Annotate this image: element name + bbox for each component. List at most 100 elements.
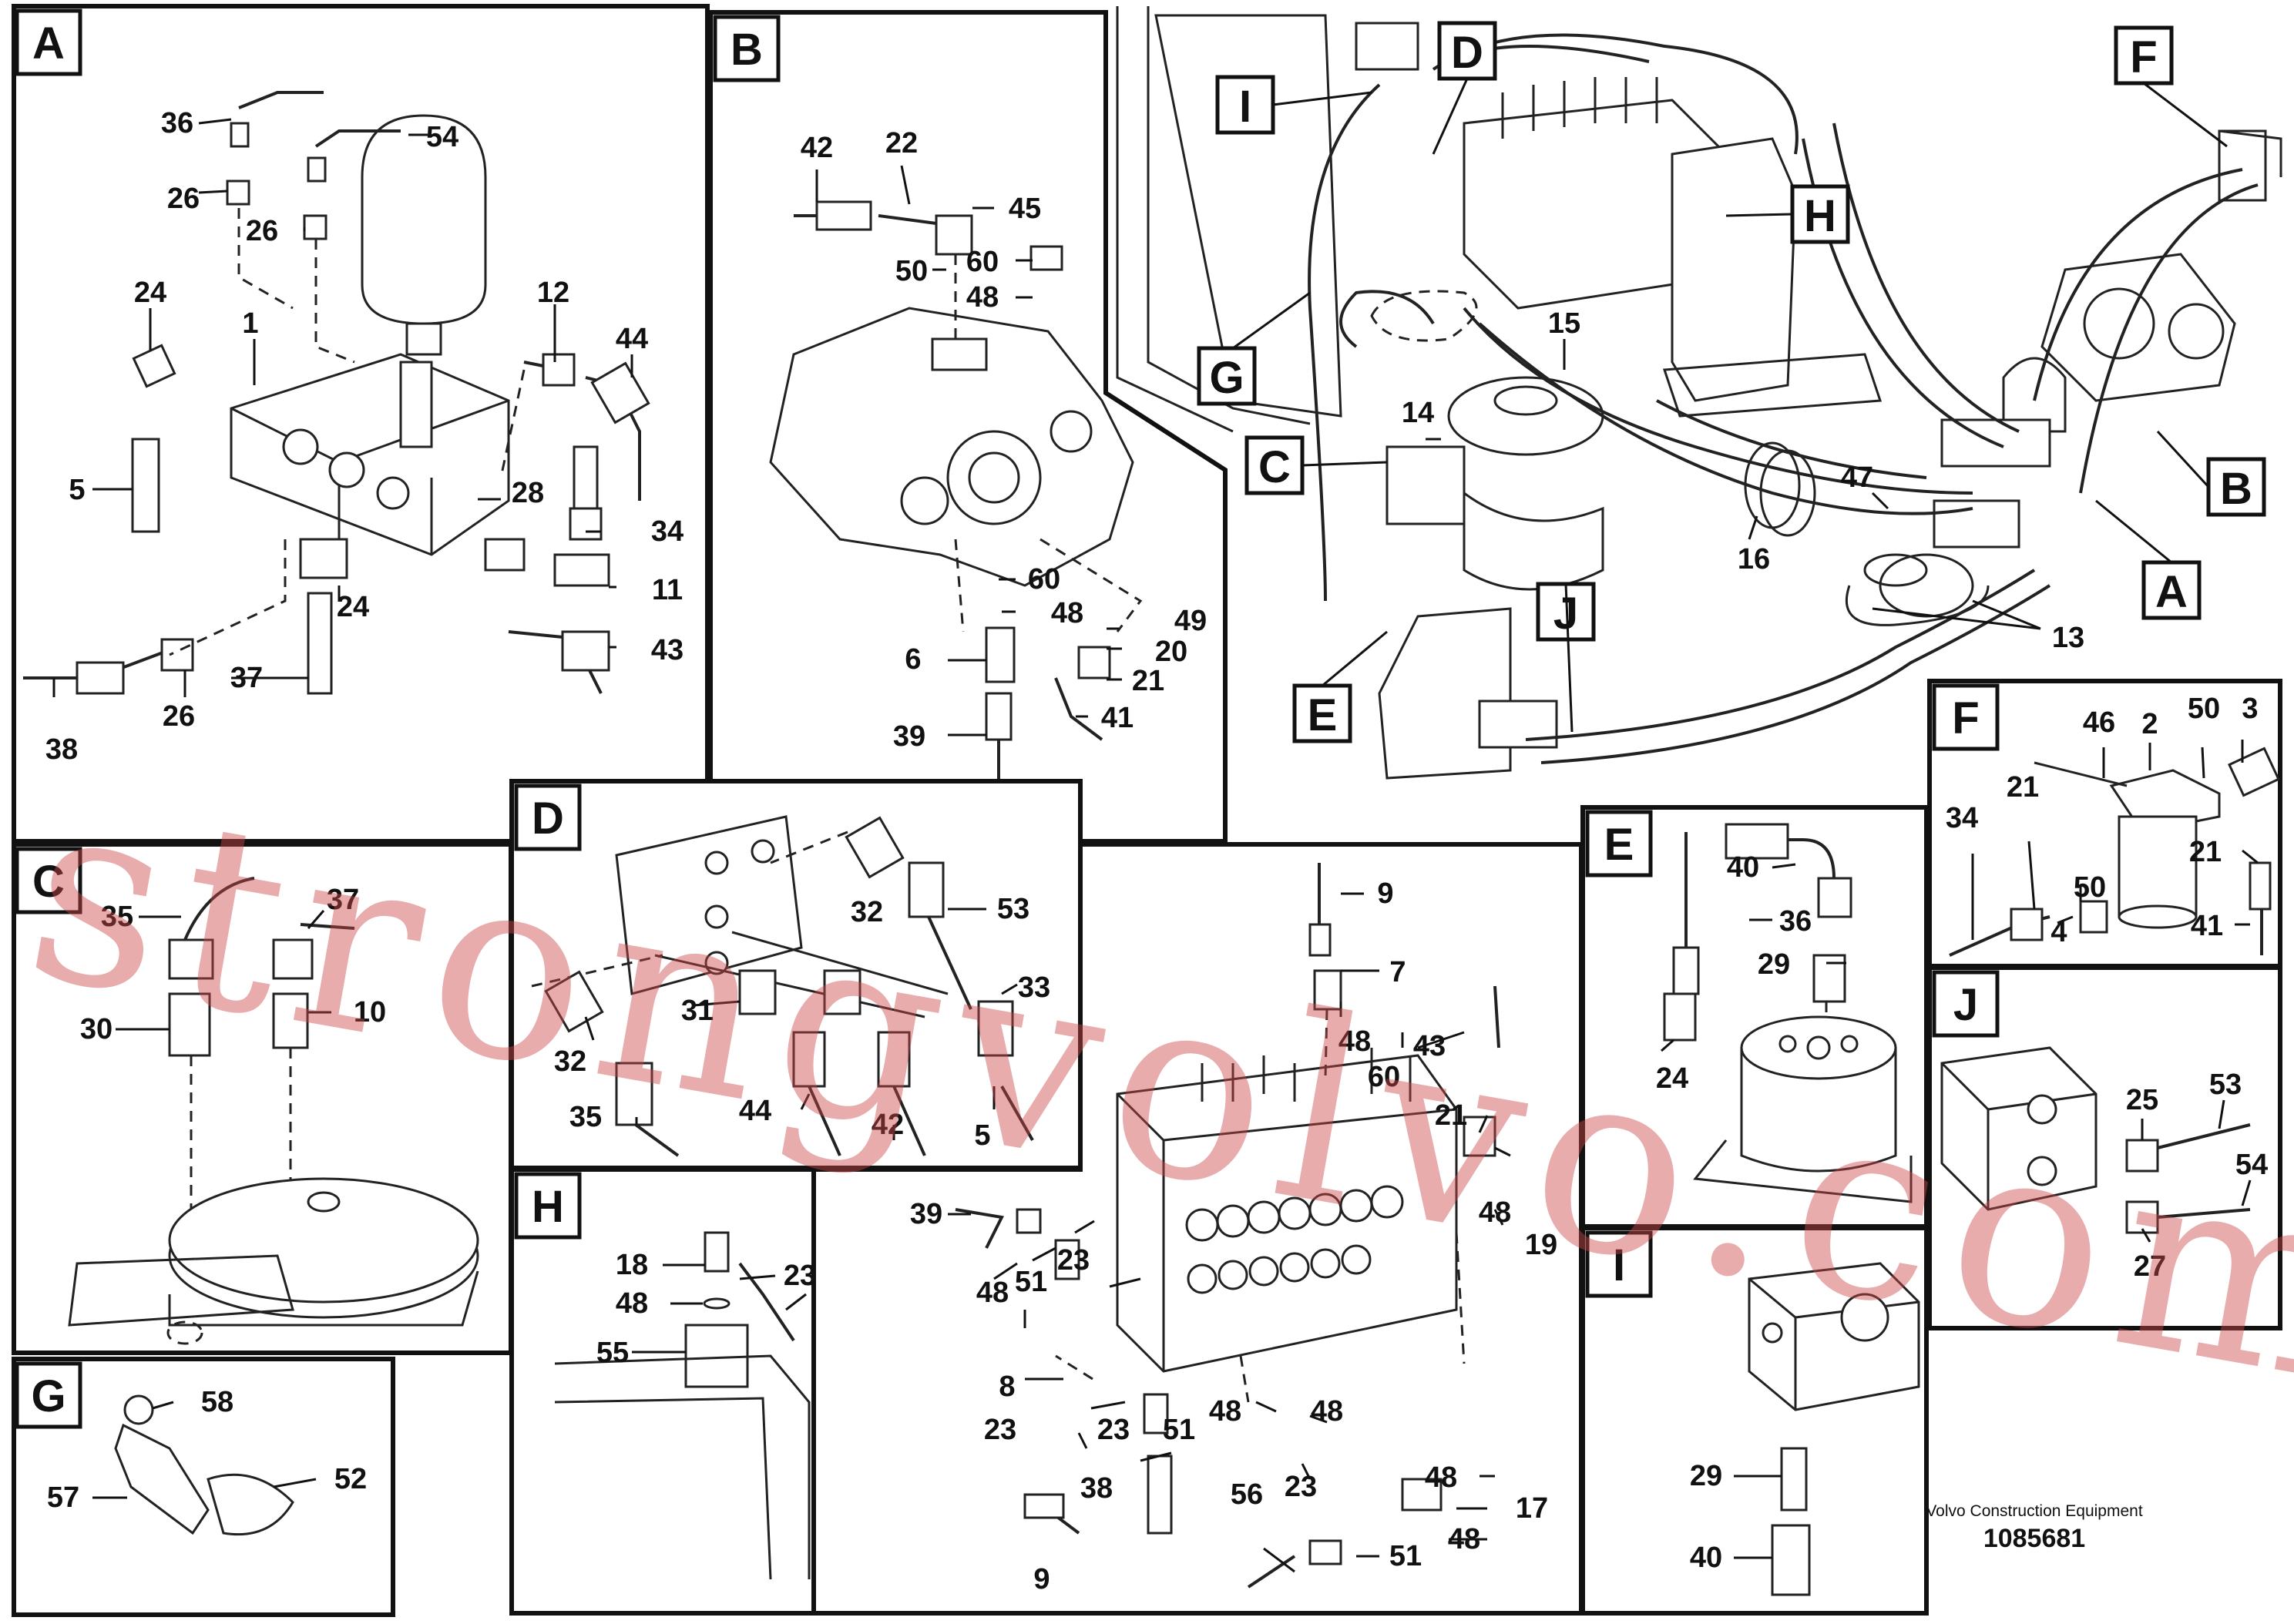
part-callout-number: 22	[885, 127, 918, 159]
part-callout-number: 21	[1435, 1099, 1467, 1132]
part-callout-number: 5	[69, 474, 85, 506]
part-callout-number: 9	[1033, 1563, 1050, 1595]
part-callout-number: 44	[739, 1095, 771, 1127]
panel-c: C 35 37 30 10	[12, 842, 513, 1355]
part-callout-number: 9	[1377, 877, 1393, 910]
part-callout-number: 26	[163, 700, 195, 733]
panel-j: J 53 25 54 27	[1927, 965, 2282, 1330]
part-callout-number: 57	[47, 1481, 79, 1514]
part-callout-number: 51	[1389, 1540, 1422, 1572]
panel-c-tag: C	[32, 857, 65, 907]
part-callout-number: 53	[2209, 1069, 2242, 1101]
panel-e: E 40 36 29 24	[1580, 805, 1929, 1229]
part-callout-number: 41	[1101, 702, 1134, 734]
panel-a-tag: A	[32, 18, 65, 69]
part-callout-number: 30	[80, 1013, 113, 1045]
overview-tag-e: E	[1308, 690, 1338, 740]
part-callout-number: 53	[997, 893, 1029, 925]
overview-tag-d: D	[1451, 28, 1483, 78]
part-callout-number: 3	[2242, 693, 2258, 725]
part-callout-number: 51	[1163, 1414, 1195, 1446]
part-callout-number: 15	[1548, 307, 1580, 340]
part-callout-number: 33	[1018, 971, 1050, 1004]
part-callout-number: 35	[569, 1101, 602, 1133]
overview-tag-b: B	[2220, 464, 2252, 514]
part-callout-number: 24	[1656, 1062, 1688, 1095]
overview-tag-g: G	[1209, 353, 1244, 403]
panel-i-tag: I	[1613, 1240, 1625, 1290]
panel-b-tag: B	[731, 25, 763, 75]
part-callout-number: 39	[910, 1198, 942, 1230]
panel-d-tag: D	[532, 794, 564, 844]
part-callout-number: 23	[984, 1414, 1016, 1446]
title-block: Volvo Construction Equipment 1085681	[1795, 1502, 2273, 1554]
part-callout-number: 23	[1097, 1414, 1130, 1446]
panel-f: F 46 2 50 3 34 21 21 50 4 41	[1927, 679, 2282, 968]
panel-d: D 32 53 33 31 32 35 44 42 5	[509, 779, 1083, 1170]
part-callout-number: 48	[1311, 1395, 1343, 1428]
part-callout-number: 40	[1690, 1542, 1722, 1574]
part-callout-number: 52	[334, 1463, 367, 1495]
part-callout-number: 29	[1758, 948, 1790, 981]
part-callout-number: 1	[242, 307, 258, 340]
part-callout-number: 38	[1080, 1472, 1113, 1505]
panel-e-tag: E	[1604, 820, 1634, 870]
part-callout-number: 42	[872, 1109, 904, 1141]
part-callout-number: 37	[230, 662, 263, 694]
part-callout-number: 60	[966, 246, 999, 278]
part-callout-number: 60	[1028, 563, 1060, 596]
part-callout-number: 47	[1841, 461, 1873, 494]
overview-tag-h: H	[1804, 191, 1836, 241]
part-callout-number: 34	[1946, 802, 1978, 834]
part-callout-number: 28	[512, 477, 544, 509]
part-callout-number: 48	[1338, 1025, 1371, 1058]
panel-g: G 58 57 52	[12, 1357, 395, 1617]
part-callout-number: 36	[161, 107, 193, 139]
part-callout-number: 44	[616, 323, 648, 355]
part-callout-number: 48	[976, 1277, 1009, 1309]
part-callout-number: 13	[2052, 622, 2084, 654]
part-callout-number: 56	[1231, 1478, 1263, 1511]
panel-g-tag: G	[31, 1371, 65, 1421]
part-callout-number: 48	[966, 281, 999, 314]
part-callout-number: 39	[893, 720, 925, 753]
panel-i: I 29 40	[1580, 1226, 1929, 1616]
part-callout-number: 48	[1448, 1523, 1480, 1555]
part-callout-number: 37	[327, 884, 359, 916]
overview-illustration: I D F H G C B A E J 15 14 47 16 13	[1116, 6, 2282, 780]
part-callout-number: 2	[2141, 708, 2158, 740]
part-callout-number: 50	[2074, 871, 2106, 904]
overview-tag-a: A	[2155, 567, 2188, 617]
part-callout-number: 31	[681, 995, 714, 1027]
part-callout-number: 43	[651, 634, 683, 666]
panel-a: A 36 26 54 26 24 1 12 44 5	[12, 4, 710, 844]
part-callout-number: 41	[2191, 910, 2223, 942]
part-callout-number: 24	[337, 591, 369, 623]
part-callout-number: 5	[974, 1119, 990, 1152]
part-callout-number: 35	[101, 901, 133, 933]
overview-tag-f: F	[2130, 32, 2157, 82]
part-callout-number: 6	[905, 643, 921, 676]
part-callout-number: 21	[1132, 665, 1164, 697]
part-callout-number: 49	[1174, 605, 1207, 637]
part-callout-number: 48	[1479, 1196, 1511, 1229]
part-callout-number: 50	[2188, 693, 2220, 725]
part-callout-number: 48	[1051, 597, 1083, 629]
part-callout-number: 46	[2083, 706, 2115, 739]
part-callout-number: 32	[851, 896, 883, 928]
part-callout-number: 4	[2050, 916, 2067, 948]
part-callout-number: 21	[2189, 836, 2222, 868]
panel-h-tag: H	[532, 1182, 564, 1232]
part-callout-number: 7	[1389, 956, 1406, 988]
part-callout-number: 43	[1413, 1030, 1446, 1062]
part-callout-number: 14	[1402, 397, 1434, 429]
part-callout-number: 58	[201, 1386, 233, 1418]
part-callout-number: 8	[999, 1371, 1015, 1403]
document-number: 1085681	[1983, 1524, 2086, 1553]
panel-b: B 42 22 45 50 60 48 60 48 49 6 20 21 41 …	[708, 10, 1228, 844]
part-callout-number: 19	[1525, 1229, 1557, 1261]
part-callout-number: 32	[554, 1045, 586, 1078]
part-callout-number: 12	[537, 277, 569, 309]
